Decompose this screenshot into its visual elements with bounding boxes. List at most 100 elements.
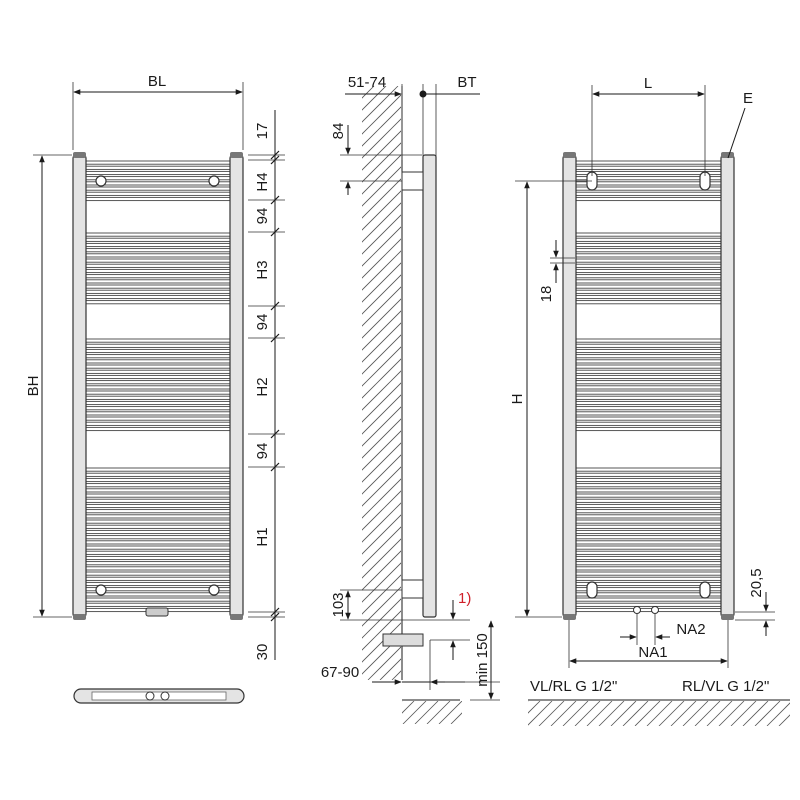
heating-tube xyxy=(85,411,231,416)
heating-tube xyxy=(85,181,231,186)
heating-tube xyxy=(575,545,722,550)
bh-label: BH xyxy=(25,376,42,397)
heating-tube xyxy=(85,354,231,359)
heating-tube xyxy=(575,343,722,348)
bt-label: BT xyxy=(457,74,476,91)
heating-tube xyxy=(85,248,231,253)
heating-tube xyxy=(85,338,231,343)
rear-left-column xyxy=(562,154,577,618)
heating-tube xyxy=(575,555,722,561)
heating-tube xyxy=(575,390,722,395)
heating-tube xyxy=(575,300,722,305)
heating-tube xyxy=(85,571,231,576)
heating-tube xyxy=(575,258,722,263)
heating-tube xyxy=(85,519,231,524)
front-left-column xyxy=(72,154,87,618)
heating-tube xyxy=(575,248,722,253)
heating-tube xyxy=(575,493,722,498)
heating-tube xyxy=(85,576,231,581)
heating-tube xyxy=(575,191,722,196)
heating-tube xyxy=(85,258,231,263)
front-mount-top-left xyxy=(95,175,107,187)
heating-tube xyxy=(85,477,231,483)
rear-left-top-cap xyxy=(563,152,576,158)
heating-tube xyxy=(575,400,722,406)
heating-tube xyxy=(85,253,231,258)
heating-tube xyxy=(575,472,722,477)
heating-tube xyxy=(575,406,722,411)
heating-tube xyxy=(575,186,722,191)
heating-tube xyxy=(575,263,722,268)
heating-tube xyxy=(85,498,231,503)
heating-tube xyxy=(85,279,231,284)
heating-tube xyxy=(575,467,722,472)
heating-tube xyxy=(575,509,722,514)
heating-tube xyxy=(85,550,231,555)
heating-tube xyxy=(575,571,722,576)
dim-94-low: 94 xyxy=(254,443,271,460)
heating-tube xyxy=(575,524,722,529)
heating-tube xyxy=(85,364,231,369)
heating-tube xyxy=(575,503,722,509)
heating-tube xyxy=(85,232,231,237)
side-top-bracket xyxy=(401,171,424,191)
heating-tube xyxy=(85,545,231,550)
heating-tube xyxy=(85,561,231,566)
rear-connection-right xyxy=(651,606,659,614)
heating-tube xyxy=(575,170,722,176)
heating-tube xyxy=(575,535,722,540)
heating-tube xyxy=(85,540,231,545)
rear-right-top-cap xyxy=(721,152,734,158)
heating-tube xyxy=(85,592,231,597)
heating-tube xyxy=(85,602,231,607)
na1-label: NA1 xyxy=(638,644,667,661)
heating-tube xyxy=(575,587,722,592)
heating-tube xyxy=(85,294,231,300)
floor-hatch-middle xyxy=(402,701,462,724)
heating-tube xyxy=(575,514,722,519)
heating-tube xyxy=(575,519,722,524)
heating-tube xyxy=(575,488,722,493)
front-right-column xyxy=(229,154,244,618)
heating-tube xyxy=(85,300,231,305)
heating-tube xyxy=(575,581,722,587)
heating-tube xyxy=(575,576,722,581)
h2-label: H2 xyxy=(254,377,271,396)
heating-tube xyxy=(575,374,722,380)
heating-tube xyxy=(575,416,722,421)
h-label: H xyxy=(509,394,526,405)
heating-tube xyxy=(575,359,722,364)
dim-94-mid: 94 xyxy=(254,314,271,331)
heating-tube xyxy=(575,268,722,274)
rear-mount-bottom-right xyxy=(699,581,711,599)
rear-connection-left xyxy=(633,606,641,614)
rear-right-column xyxy=(720,154,735,618)
heating-tube xyxy=(85,369,231,374)
heating-tube xyxy=(85,467,231,472)
wall-hatch xyxy=(362,86,401,680)
heating-tube xyxy=(85,348,231,354)
vl-rl-label: VL/RL G 1/2" xyxy=(530,678,617,695)
heating-tube xyxy=(85,191,231,196)
dim-30: 30 xyxy=(254,644,271,661)
heating-tube xyxy=(85,385,231,390)
rear-right-bottom-cap xyxy=(721,614,734,620)
na2-label: NA2 xyxy=(676,621,705,638)
bl-label: BL xyxy=(148,73,166,90)
heating-tube xyxy=(575,380,722,385)
heating-tube xyxy=(85,263,231,268)
front-left-bottom-cap xyxy=(73,614,86,620)
heating-tube xyxy=(85,186,231,191)
heating-tube xyxy=(85,242,231,248)
side-radiator-body xyxy=(422,154,437,618)
heating-tube xyxy=(85,237,231,242)
dim-17: 17 xyxy=(254,123,271,140)
dim-94-top: 94 xyxy=(254,208,271,225)
side-view: 51-74 BT 84 103 1) min 150 67-90 xyxy=(321,74,500,724)
front-right-bottom-cap xyxy=(230,614,243,620)
heating-tube xyxy=(85,421,231,426)
heating-tube xyxy=(575,385,722,390)
front-heating-tubes xyxy=(85,160,231,613)
heating-tube xyxy=(575,395,722,400)
